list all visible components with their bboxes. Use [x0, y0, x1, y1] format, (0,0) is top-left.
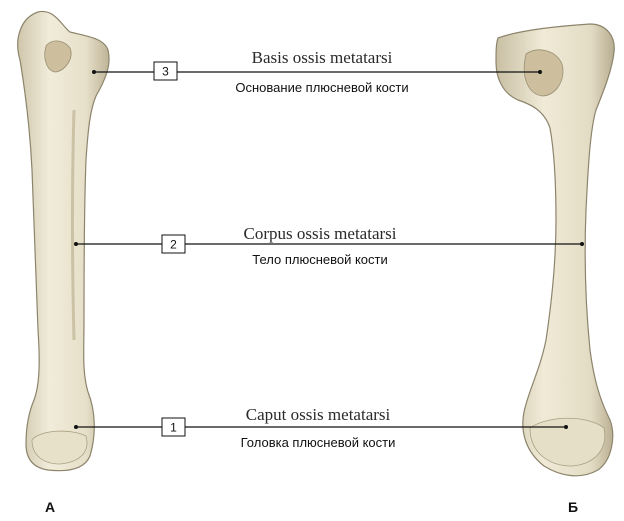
leader-dot-2-left [74, 242, 78, 246]
latin-label-corpus: Corpus ossis metatarsi [244, 224, 397, 243]
leader-dot-2-right [580, 242, 584, 246]
number-1: 1 [170, 421, 177, 435]
russian-label-corpus: Тело плюсневой кости [252, 252, 388, 267]
number-3: 3 [162, 65, 169, 79]
leader-dot-3-right [538, 70, 542, 74]
russian-label-basis: Основание плюсневой кости [235, 80, 408, 95]
bone-view-a [18, 11, 109, 470]
label-corpus: 2 Corpus ossis metatarsi Тело плюсневой … [162, 224, 397, 267]
leader-dot-1-left [74, 425, 78, 429]
latin-label-caput: Caput ossis metatarsi [246, 405, 391, 424]
bone-a-shaft-shadow [73, 110, 75, 340]
leader-lines [74, 70, 584, 429]
view-letter-a: А [45, 499, 55, 515]
leader-dot-3-left [92, 70, 96, 74]
number-2: 2 [170, 238, 177, 252]
view-letter-b: Б [568, 499, 578, 515]
bone-b-outline [496, 24, 614, 476]
russian-label-caput: Головка плюсневой кости [241, 435, 396, 450]
latin-label-basis: Basis ossis metatarsi [252, 48, 393, 67]
bone-view-b [496, 24, 614, 476]
bone-a-outline [18, 11, 109, 470]
leader-dot-1-right [564, 425, 568, 429]
